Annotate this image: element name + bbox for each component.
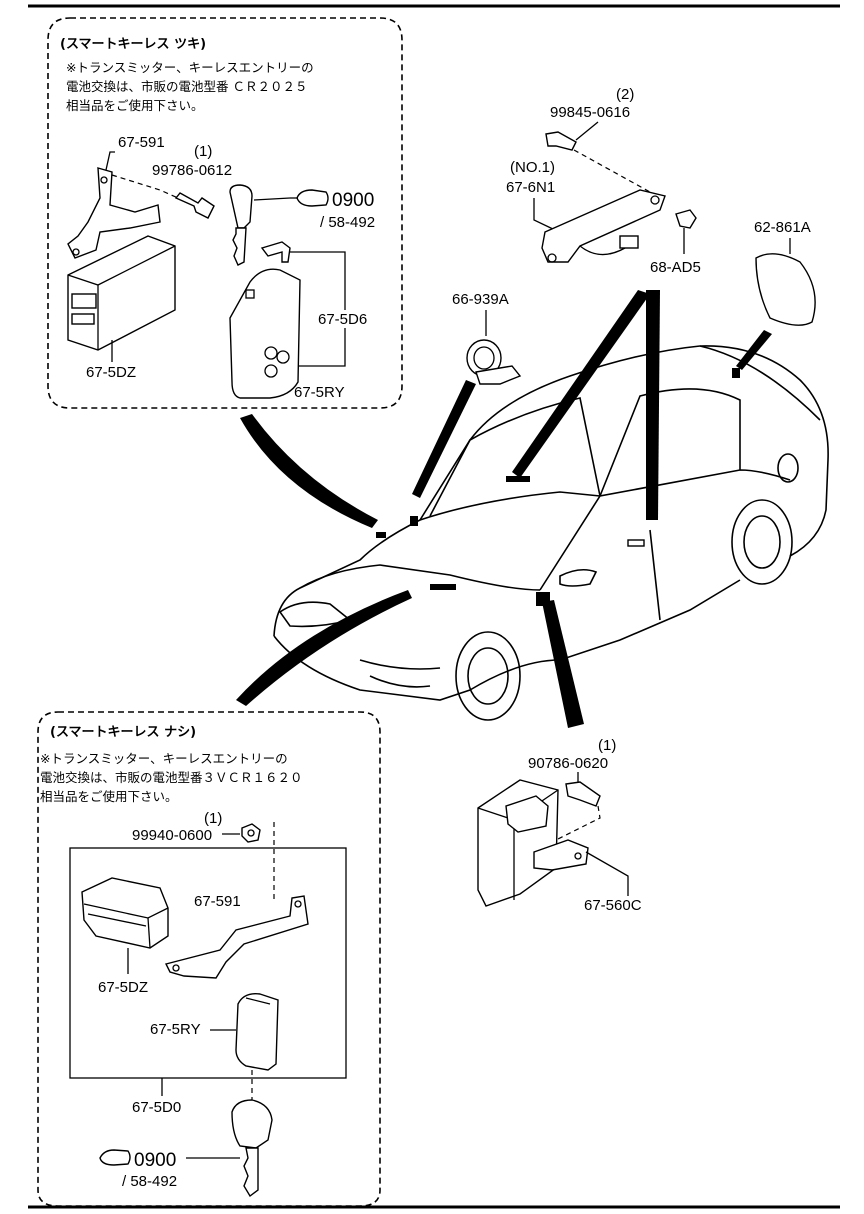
control-unit-part-bottom — [81, 877, 169, 949]
top-group-frame — [47, 17, 403, 409]
pointer-coil — [412, 380, 476, 498]
label-clip-top: 67-5D6 — [318, 311, 367, 328]
mark-rear — [732, 368, 740, 378]
pointer-antenna-b — [646, 290, 660, 520]
remote-top-leader — [298, 328, 346, 367]
label-bolt: 99845-0616 — [550, 104, 630, 121]
label-bolt2-qty: (1) — [598, 737, 616, 754]
reference-marker-bottom — [99, 1149, 240, 1166]
key-part-top — [229, 184, 291, 266]
pointer-top-box — [240, 414, 378, 528]
top-box-note-line-2: 電池交換は、市販の電池型番 ＣＲ２０２５ — [66, 79, 307, 94]
antenna-part — [541, 189, 666, 263]
pointer-antenna-pad — [736, 330, 772, 370]
mark-hood — [506, 476, 530, 482]
bottom-box-note-line-2: 電池交換は、市販の電池型番３ＶＣＲ１６２０ — [40, 770, 303, 785]
bolt2-part — [565, 781, 601, 807]
label-module-bracket: 67-560C — [584, 897, 642, 914]
label-remote-top: 67-5RY — [294, 384, 345, 401]
control-unit-part-top — [67, 235, 176, 351]
label-unit-bottom: 67-5DZ — [98, 979, 148, 996]
bolt-part — [545, 131, 577, 151]
label-antenna-no: (NO.1) — [510, 159, 555, 176]
label-ref-bottom-sub: / 58-492 — [122, 1173, 177, 1190]
bracket-part-bottom — [164, 895, 309, 979]
module-bracket-part — [533, 839, 589, 871]
label-coil: 66-939A — [452, 291, 509, 308]
bracket-top-leader — [105, 151, 115, 171]
remote-part-bottom — [235, 993, 279, 1071]
bottom-box-note-line-1: ※トランスミッター、キーレスエントリーの — [40, 751, 288, 766]
label-ref-top-sub: / 58-492 — [320, 214, 375, 231]
vehicle-illustration — [273, 345, 829, 721]
label-unit-top: 67-5DZ — [86, 364, 136, 381]
bracket-part-top — [67, 167, 161, 259]
mark-windshield — [410, 516, 418, 526]
bottom-group-frame — [37, 711, 381, 1207]
label-set-bottom: 67-5D0 — [132, 1099, 181, 1116]
label-bolt2: 90786-0620 — [528, 755, 608, 772]
module-part — [477, 779, 559, 907]
label-ref-top-num: 0900 — [332, 190, 374, 211]
nut-part — [241, 823, 261, 843]
label-ref-bottom-num: 0900 — [134, 1150, 176, 1171]
remote-part-top — [229, 268, 301, 399]
key-part-bottom — [231, 1099, 273, 1198]
mark-dash — [430, 584, 456, 590]
top-box-note-line-3: 相当品をご使用下さい。 — [66, 98, 204, 113]
label-bracket-top: 67-591 — [118, 134, 165, 151]
label-screw-top: 99786-0612 — [152, 162, 232, 179]
label-nut-qty: (1) — [204, 810, 222, 827]
module-bracket-leader — [585, 851, 629, 896]
inner-set-frame — [69, 847, 347, 1079]
bottom-box-note-line-3: 相当品をご使用下さい。 — [40, 789, 178, 804]
pointer-bottom-box — [236, 590, 412, 706]
label-antenna-pad: 62-861A — [754, 219, 811, 236]
top-box-note-line-1: ※トランスミッター、キーレスエントリーの — [66, 60, 314, 75]
antenna-pad-part — [755, 253, 816, 326]
bolt-leader — [575, 121, 599, 141]
mark-left — [376, 532, 386, 538]
label-antenna: 67-6N1 — [506, 179, 555, 196]
coil-part — [466, 339, 522, 385]
pointer-antenna-a — [512, 290, 650, 478]
label-bolt-qty: (2) — [616, 86, 634, 103]
clip-ad5-part — [675, 209, 697, 229]
clip-top-leader — [290, 251, 346, 310]
label-clip-ad5: 68-AD5 — [650, 259, 701, 276]
label-remote-bottom: 67-5RY — [150, 1021, 201, 1038]
label-bracket-bottom: 67-591 — [194, 893, 241, 910]
bottom-box-title: (スマートキーレス ナシ) — [50, 725, 196, 740]
top-box-title: (スマートキーレス ツキ) — [60, 37, 206, 52]
reference-marker-top — [290, 189, 329, 207]
clip-part-top — [260, 241, 291, 263]
label-nut: 99940-0600 — [132, 827, 212, 844]
pointer-module — [542, 600, 584, 728]
label-screw-top-qty: (1) — [194, 143, 212, 160]
antenna-leader — [533, 198, 556, 231]
screw-part-top — [174, 192, 215, 219]
